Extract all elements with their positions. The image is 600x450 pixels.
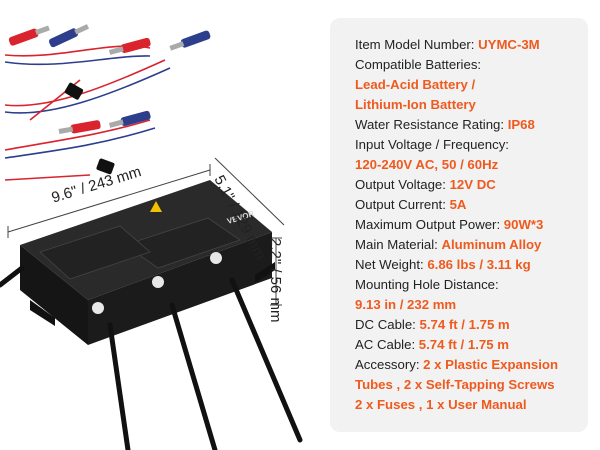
spec-accessory-3: 2 x Fuses , 1 x User Manual	[355, 397, 527, 412]
spec-input-value: 120-240V AC, 50 / 60Hz	[355, 157, 499, 172]
spec-compatible-value-1: Lead-Acid Battery /	[355, 77, 476, 92]
clip-red-2	[108, 37, 151, 55]
spec-card	[330, 18, 588, 432]
clip-red-3	[58, 120, 101, 134]
spec-mounting-label: Mounting Hole Distance:	[355, 277, 499, 292]
spec-output-voltage: Output Voltage: 12V DC	[355, 177, 496, 192]
spec-dc-cable: DC Cable: 5.74 ft / 1.75 m	[355, 317, 510, 332]
spec-model: Item Model Number: UYMC-3M	[355, 37, 540, 52]
charger-body: VEVOR	[20, 180, 275, 345]
product-illustration: VEVOR 9.6" / 243 mm 5.1" / 129 mm 2.2" /…	[0, 24, 303, 450]
spec-max-power: Maximum Output Power: 90W*3	[355, 217, 544, 232]
fuse-holder-1	[64, 82, 84, 100]
spec-ac-cable: AC Cable: 5.74 ft / 1.75 m	[355, 337, 509, 352]
clip-blue-2	[169, 30, 211, 51]
spec-compatible-value-2: Lithium-Ion Battery	[355, 97, 476, 112]
fuse-holder-2	[96, 158, 115, 175]
charger-drawing: VEVOR	[0, 24, 303, 450]
spec-material: Main Material: Aluminum Alloy	[355, 237, 542, 252]
spec-water-rating: Water Resistance Rating: IP68	[355, 117, 535, 132]
spec-output-current: Output Current: 5A	[355, 197, 467, 212]
spec-net-weight: Net Weight: 6.86 lbs / 3.11 kg	[355, 257, 531, 272]
clip-blue-3	[108, 110, 151, 128]
clip-red-1	[8, 25, 50, 46]
spec-accessory-2: Tubes , 2 x Self-Tapping Screws	[355, 377, 555, 392]
spec-mounting-value: 9.13 in / 232 mm	[355, 297, 457, 312]
spec-list: Item Model Number: UYMC-3M Compatible Ba…	[355, 35, 595, 415]
spec-accessory-1: Accessory: 2 x Plastic Expansion	[355, 357, 559, 372]
dc-cables	[0, 265, 303, 450]
spec-compatible-label: Compatible Batteries:	[355, 57, 482, 72]
dimension-lines	[7, 157, 285, 306]
height-dimension-label: 2.2" / 56 mm	[267, 238, 284, 323]
spec-input-label: Input Voltage / Frequency:	[355, 137, 509, 152]
clip-blue-1	[48, 24, 90, 48]
